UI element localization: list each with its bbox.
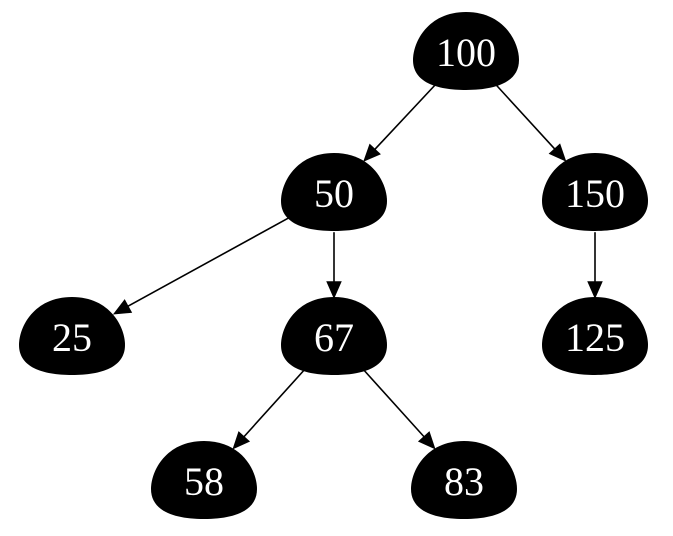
edge-n100-to-n150 — [494, 83, 567, 162]
tree-node-100: 100 — [413, 12, 519, 90]
nodes-layer: 100 50 150 25 67 125 58 83 — [19, 12, 648, 519]
arrowhead-icon — [232, 431, 251, 450]
node-shape — [19, 297, 125, 375]
tree-node-125: 125 — [542, 297, 648, 375]
edge-n50-to-n67 — [326, 232, 342, 300]
edge-line — [127, 215, 293, 307]
arrowhead-icon — [587, 281, 603, 300]
node-label: 58 — [184, 459, 224, 504]
node-label: 83 — [444, 459, 484, 504]
node-shape — [542, 297, 648, 375]
tree-node-58: 58 — [151, 441, 257, 519]
edge-n50-to-n25 — [112, 215, 293, 315]
edge-line — [374, 83, 437, 150]
tree-node-150: 150 — [542, 153, 648, 231]
node-label: 125 — [565, 315, 625, 360]
arrowhead-icon — [363, 143, 381, 162]
edges-layer — [112, 83, 603, 450]
node-shape — [411, 441, 517, 519]
node-label: 67 — [314, 315, 354, 360]
tree-node-67: 67 — [281, 297, 387, 375]
arrowhead-icon — [548, 143, 567, 162]
edge-n67-to-n58 — [232, 368, 306, 450]
edge-n100-to-n50 — [363, 83, 437, 162]
node-shape — [542, 153, 648, 231]
edge-n150-to-n125 — [587, 232, 603, 300]
node-label: 25 — [52, 315, 92, 360]
arrowhead-icon — [112, 299, 133, 315]
edge-line — [494, 83, 556, 150]
edge-line — [243, 368, 306, 438]
tree-node-25: 25 — [19, 297, 125, 375]
tree-node-83: 83 — [411, 441, 517, 519]
arrowhead-icon — [417, 431, 436, 450]
node-shape — [413, 12, 519, 90]
tree-node-50: 50 — [281, 153, 387, 231]
edge-n67-to-n83 — [362, 368, 436, 450]
node-shape — [151, 441, 257, 519]
arrowhead-icon — [326, 281, 342, 300]
node-shape — [281, 297, 387, 375]
node-shape — [281, 153, 387, 231]
node-label: 100 — [436, 30, 496, 75]
node-label: 50 — [314, 171, 354, 216]
edge-line — [362, 368, 425, 438]
node-label: 150 — [565, 171, 625, 216]
